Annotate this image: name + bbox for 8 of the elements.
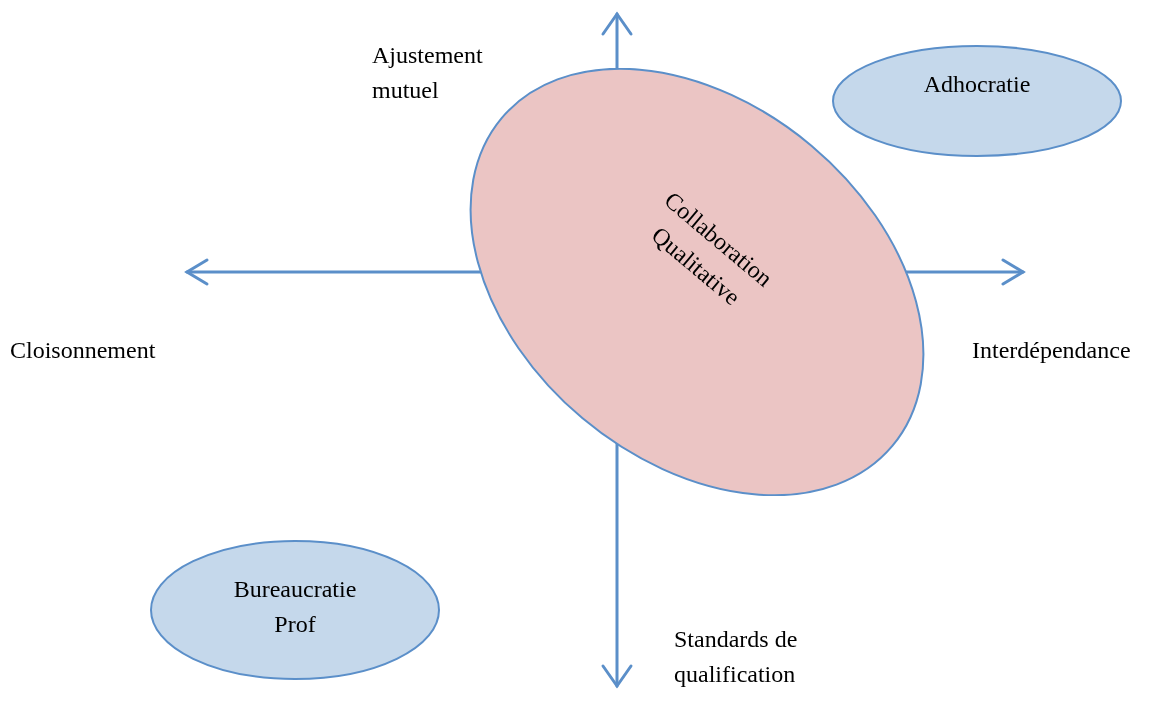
node-label: Bureaucratie Prof bbox=[232, 575, 358, 639]
axis-label: Standards de qualification bbox=[674, 625, 799, 689]
ellipse-node bbox=[832, 45, 1122, 157]
node-label: Adhocratie bbox=[922, 70, 1032, 99]
axis-label: Ajustement mutuel bbox=[372, 41, 484, 105]
axis-label: Interdépendance bbox=[972, 336, 1132, 365]
ellipse-node bbox=[150, 540, 440, 680]
axis-label: Cloisonnement bbox=[10, 336, 157, 365]
